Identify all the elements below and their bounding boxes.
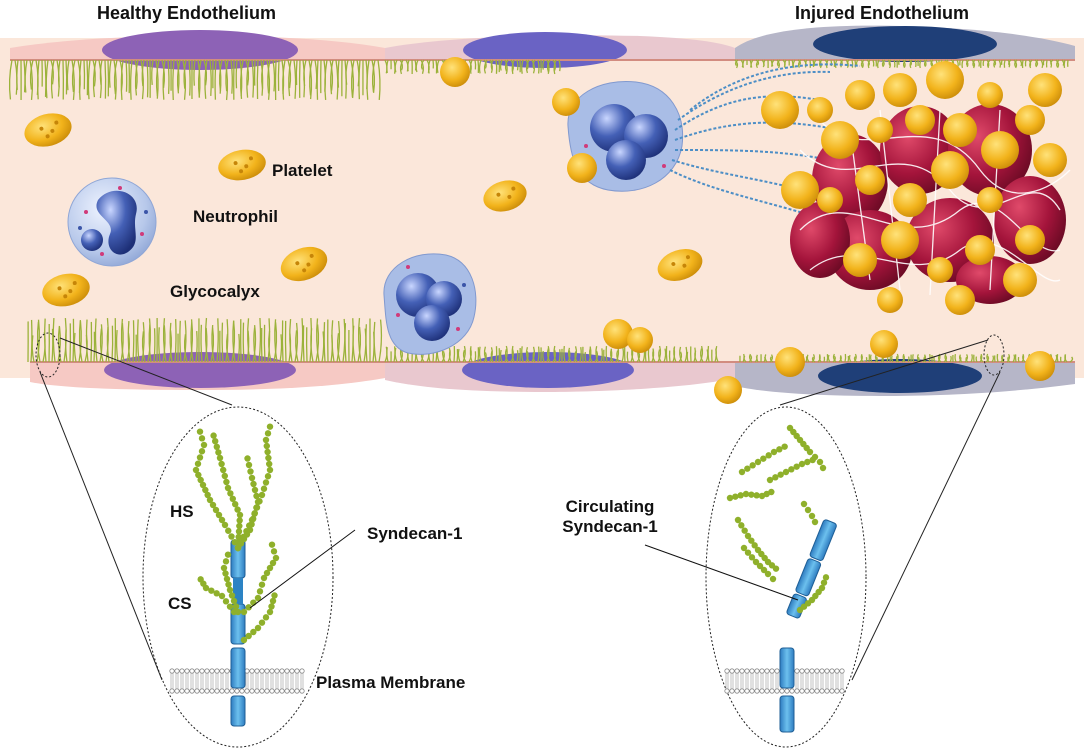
neutrophil-label: Neutrophil [193,207,278,226]
activated-platelet-icon [977,187,1003,213]
activated-platelet-icon [943,113,977,147]
neutrophil-icon [567,80,684,192]
cs-label: CS [168,594,192,613]
platelet-icon [42,273,90,307]
activated-platelet-icon [843,243,877,277]
activated-platelet-icon [977,82,1003,108]
zoom-callout-right [705,334,1005,748]
activated-platelet-icon [926,61,964,99]
activated-platelet-icon [945,285,975,315]
activated-platelet-icon [881,221,919,259]
activated-platelet-icon [855,165,885,195]
platelet-icon [657,249,703,281]
circulating-syndecan-label: Circulating Syndecan-1 [555,497,665,536]
activated-platelet-icon [761,91,799,129]
platelet-icon [483,180,527,212]
activated-platelet-icon [927,257,953,283]
activated-platelet-icon [821,121,859,159]
activated-platelet-icon [931,151,969,189]
circulating-label-line1: Circulating [565,497,655,516]
platelet-icon [24,113,72,147]
activated-platelet-icon [883,73,917,107]
activated-platelet-icon [1003,263,1037,297]
heparan-sulfate-chains [192,423,280,644]
nucleus [813,26,997,62]
hs-label: HS [170,502,194,521]
circulating-label-line2: Syndecan-1 [562,516,658,536]
activated-platelet-icon [905,105,935,135]
neutrophil-icon [383,253,477,355]
activated-platelet-icon [817,187,843,213]
leader-lines [249,529,799,609]
activated-platelet-icon [1028,73,1062,107]
activated-platelet-icon [965,235,995,265]
activated-platelet-icon [867,117,893,143]
activated-platelet-icon [877,287,903,313]
activated-platelet-icon [1033,143,1067,177]
syndecan-icon [779,647,795,733]
platelet-icon [280,246,328,282]
plasma-membrane-label: Plasma Membrane [316,673,466,692]
syndecan-icon [230,539,246,727]
activated-platelet-icon [981,131,1019,169]
nucleus [463,32,627,68]
activated-platelet-icon [807,97,833,123]
platelet-icon [218,149,266,181]
healthy-endothelium-title: Healthy Endothelium [97,3,277,23]
shed-glycosaminoglycan-chains [726,424,830,614]
activated-platelet-icon [1015,225,1045,255]
activated-platelet-icon [440,57,1055,404]
syndecan-icon [786,519,837,619]
glycocalyx-bottom [27,317,1074,363]
activated-platelet-icon [781,171,819,209]
activated-platelet-icon [845,80,875,110]
activated-platelet-cluster [761,61,1067,315]
zoom-callout-left [35,332,334,748]
activated-platelet-icon [893,183,927,217]
injured-endothelium-title: Injured Endothelium [795,3,969,23]
activated-platelet-icon [1015,105,1045,135]
glycocalyx-label: Glycocalyx [170,282,260,301]
nucleus [818,359,982,393]
neutrophil-icon [67,177,157,267]
platelet-label: Platelet [272,161,333,180]
syndecan-label: Syndecan-1 [367,524,463,543]
neutrophil-extracellular-trap [669,63,861,216]
